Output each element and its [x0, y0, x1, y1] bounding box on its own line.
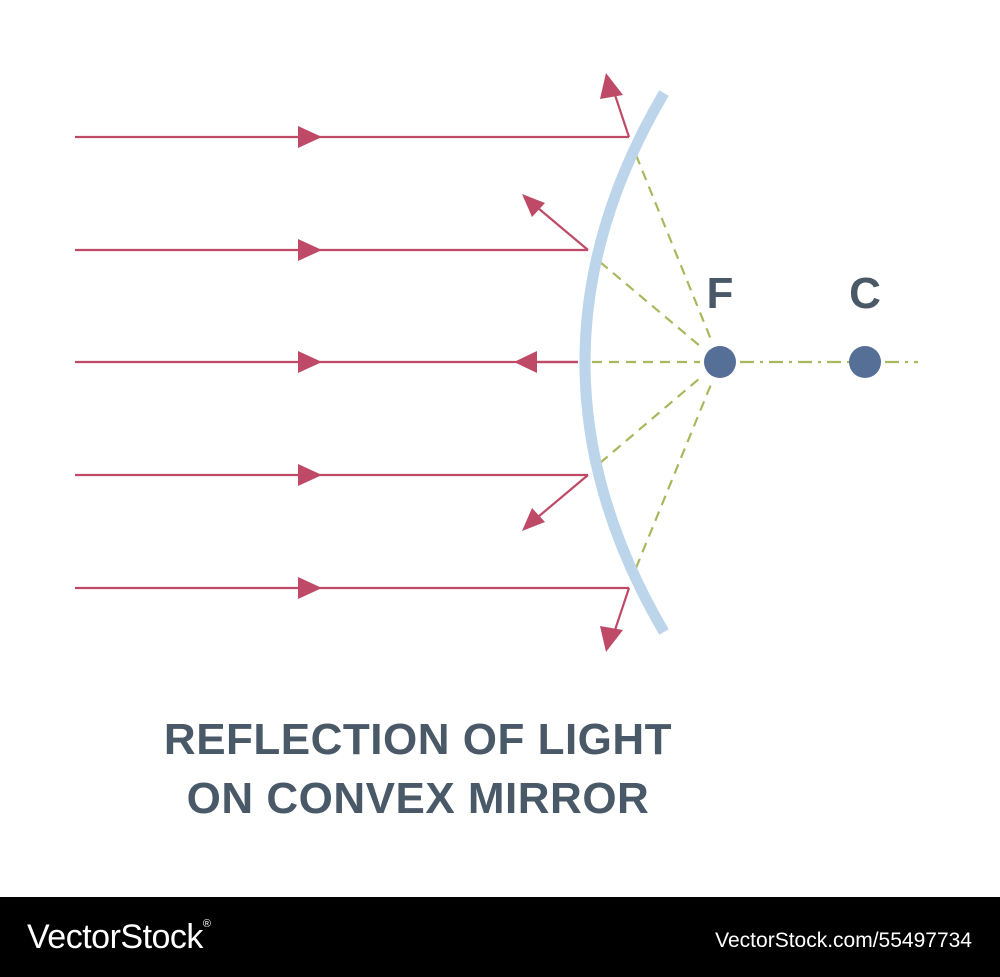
caption-line-2: ON CONVEX MIRROR [186, 774, 650, 823]
convex-mirror [579, 90, 669, 635]
incident-arrow-5 [298, 577, 322, 599]
center-label: C [849, 269, 881, 318]
incident-rays [75, 135, 629, 590]
virtual-ray-1 [634, 154, 714, 343]
virtual-rays [592, 154, 714, 569]
registered-mark: ® [202, 918, 211, 930]
incident-arrow-1 [298, 126, 322, 148]
focus-label: F [707, 269, 734, 318]
reflected-ray-4 [537, 474, 589, 518]
incident-arrow-2 [298, 239, 322, 261]
image-reference[interactable]: VectorStock.com/55497734 [715, 929, 972, 952]
virtual-ray-4 [599, 377, 701, 464]
reflected-arrow-3 [514, 351, 537, 373]
caption-line-1: REFLECTION OF LIGHT [163, 715, 673, 764]
focus-point [704, 346, 736, 378]
brand-name: VectorStock [27, 918, 203, 956]
incident-arrowheads [298, 126, 322, 599]
reflected-rays [535, 91, 631, 634]
reflected-arrow-1 [600, 73, 623, 99]
center-of-curvature-point [849, 346, 881, 378]
virtual-ray-5 [634, 381, 714, 569]
convex-mirror-diagram: F C [75, 73, 918, 652]
reflected-arrowheads [514, 73, 623, 652]
incident-arrow-3 [298, 351, 322, 373]
virtual-ray-2 [599, 261, 701, 347]
footer-bar: VectorStock® VectorStock.com/55497734 [0, 897, 1000, 977]
incident-arrow-4 [298, 464, 322, 486]
reflected-ray-5 [612, 587, 631, 634]
reflected-arrow-2 [522, 194, 545, 217]
reflected-ray-1 [612, 91, 631, 138]
reflected-ray-2 [537, 207, 589, 251]
brand-logo[interactable]: VectorStock® [27, 918, 211, 957]
reflected-arrow-5 [600, 626, 623, 652]
reflected-arrow-4 [522, 508, 545, 531]
